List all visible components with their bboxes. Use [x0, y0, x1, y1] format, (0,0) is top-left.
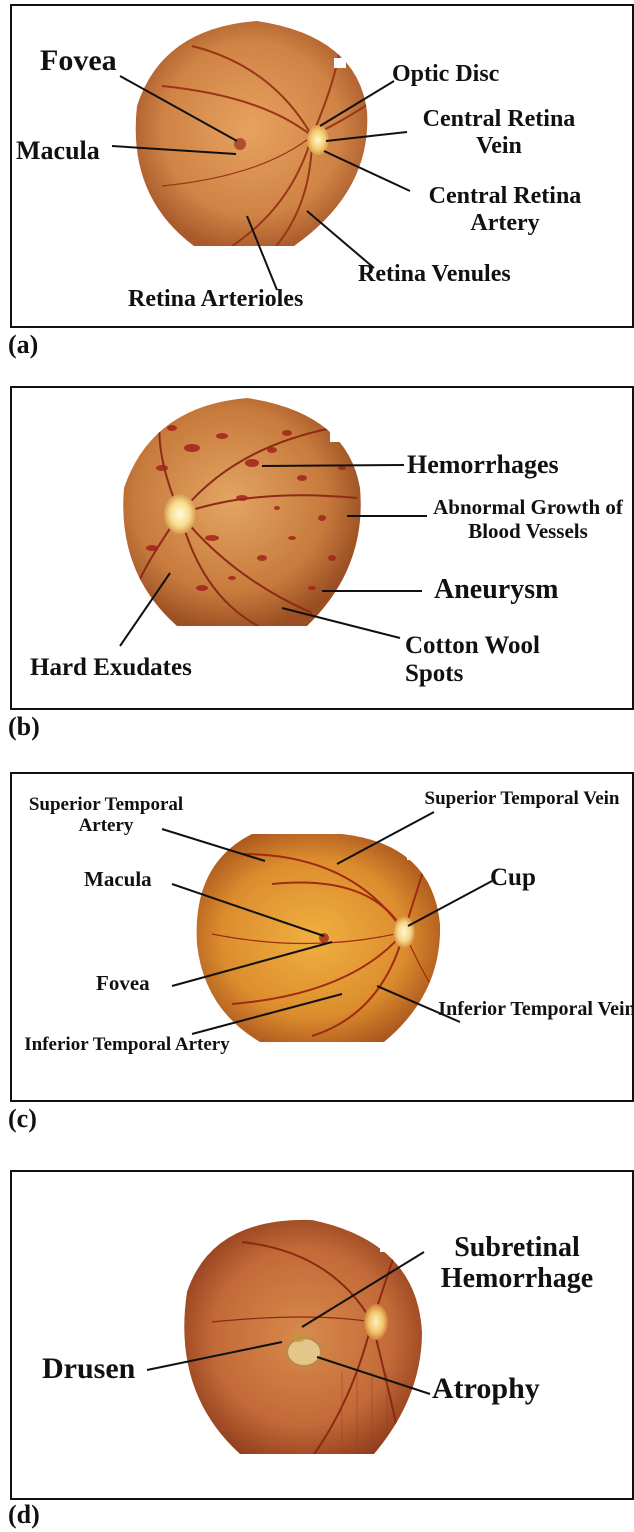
label-aneurysm: Aneurysm — [434, 574, 558, 605]
panel-caption-a: (a) — [8, 330, 38, 360]
label-central-retina-vein: Central Retina Vein — [404, 106, 594, 160]
label-abnormal-growth: Abnormal Growth of Blood Vessels — [422, 496, 634, 543]
label-cup: Cup — [490, 864, 536, 892]
label-hard-exudates: Hard Exudates — [30, 654, 192, 682]
panel-c: Superior Temporal Artery Superior Tempor… — [10, 772, 634, 1102]
panel-caption-c: (c) — [8, 1104, 37, 1134]
label-fovea: Fovea — [96, 972, 150, 996]
label-inferior-temporal-vein: Inferior Temporal Vein — [437, 998, 634, 1020]
label-hemorrhages: Hemorrhages — [407, 450, 559, 479]
label-superior-temporal-vein: Superior Temporal Vein — [422, 788, 622, 809]
cup — [393, 916, 415, 948]
label-superior-temporal-artery: Superior Temporal Artery — [16, 794, 196, 837]
label-drusen: Drusen — [42, 1352, 135, 1386]
optic-disc — [364, 1304, 388, 1340]
optic-disc — [164, 494, 196, 534]
atrophy-area — [287, 1338, 321, 1366]
label-subretinal-hemorrhage: Subretinal Hemorrhage — [427, 1232, 607, 1295]
panel-a: Fovea Macula Optic Disc Central Retina V… — [10, 4, 634, 328]
label-macula: Macula — [84, 868, 152, 892]
label-central-retina-artery: Central Retina Artery — [410, 183, 600, 237]
label-cotton-wool-spots: Cotton Wool Spots — [405, 632, 575, 688]
label-atrophy: Atrophy — [432, 1372, 540, 1406]
panel-caption-b: (b) — [8, 712, 40, 742]
label-macula: Macula — [16, 136, 100, 165]
label-retina-arterioles: Retina Arterioles — [128, 286, 303, 313]
label-inferior-temporal-artery: Inferior Temporal Artery — [22, 1034, 232, 1055]
panel-b: Hemorrhages Abnormal Growth of Blood Ves… — [10, 386, 634, 710]
optic-disc — [307, 125, 329, 155]
label-retina-venules: Retina Venules — [358, 261, 511, 288]
label-optic-disc: Optic Disc — [392, 61, 499, 88]
panel-d: Subretinal Hemorrhage Drusen Atrophy — [10, 1170, 634, 1500]
fundus-image-d — [12, 1172, 634, 1502]
label-fovea: Fovea — [40, 44, 117, 78]
panel-caption-d: (d) — [8, 1500, 40, 1530]
